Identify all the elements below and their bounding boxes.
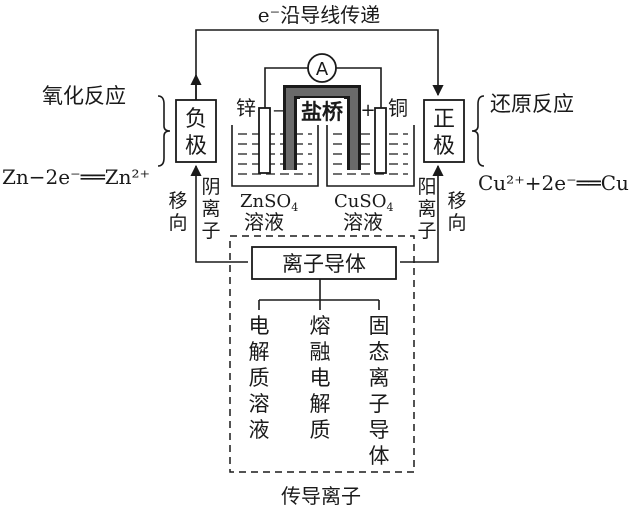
right-solution-formula: CuSO4: [334, 191, 393, 214]
cation-ion-char: 离: [417, 198, 436, 220]
conductor-type-char: 态: [369, 340, 390, 364]
plus-sign: +: [360, 100, 375, 121]
cation-move-char: 向: [447, 212, 466, 234]
conductor-type-char: 电: [310, 366, 331, 390]
minus-sign: −: [272, 101, 285, 120]
anode-label-1: 负: [185, 107, 207, 132]
conductor-type-char: 导: [369, 418, 390, 442]
left-solution-formula: ZnSO4: [240, 191, 298, 214]
conductor-type-char: 解: [249, 340, 270, 364]
cathode-box: [423, 99, 465, 163]
ion-conductor-box: [251, 246, 397, 280]
conductor-type-char: 子: [369, 392, 390, 416]
ion-conductor-region: [229, 235, 415, 473]
anion-move-char: 向: [168, 212, 187, 234]
reduction-label: 还原反应: [490, 92, 574, 116]
left-beaker: [231, 125, 319, 187]
cathode-label-2: 极: [433, 134, 455, 159]
ammeter-label: A: [316, 59, 329, 80]
anion-move-char: 移: [168, 190, 187, 212]
conductor-type-char: 离: [369, 366, 390, 390]
anode-box: [175, 99, 217, 163]
conductor-type-char: 质: [310, 418, 331, 442]
conduct-ions-label: 传导离子: [281, 484, 361, 508]
cation-ion-char: 阳: [417, 176, 436, 198]
anode-label-2: 极: [185, 134, 207, 159]
zinc-electrode: [258, 107, 271, 174]
cation-flow-arrow: [400, 164, 444, 263]
right-brace: [471, 95, 485, 167]
oxidation-label: 氧化反应: [42, 84, 126, 108]
right-beaker: [326, 125, 415, 187]
conductor-type-char: 熔: [310, 314, 331, 338]
anion-ion-char: 阴: [201, 176, 220, 198]
cation-move-char: 移: [447, 190, 466, 212]
anode-equation: Zn−2e⁻══Zn²⁺: [2, 165, 150, 189]
anion-flow-arrow: [190, 164, 248, 263]
conductor-type-char: 溶: [249, 392, 270, 416]
conductor-type-char: 融: [310, 340, 331, 364]
zinc-label: 锌: [236, 96, 256, 120]
cathode-equation: Cu²⁺+2e⁻══Cu: [478, 171, 629, 195]
cation-ion-char: 子: [417, 220, 436, 242]
ion-conductor-label: 离子导体: [282, 252, 366, 276]
conductor-type-char: 质: [249, 366, 270, 390]
right-solution-word: 溶液: [343, 210, 383, 234]
electron-flow-label: e⁻沿导线传递: [258, 3, 380, 27]
conductor-type-char: 体: [369, 444, 390, 468]
conductor-type-char: 解: [310, 392, 331, 416]
electron-path-line: [195, 29, 444, 100]
left-brace: [157, 95, 171, 167]
conductor-type-char: 电: [249, 314, 270, 338]
conductor-type-char: 固: [369, 314, 390, 338]
cathode-label-1: 正: [433, 107, 455, 132]
anion-ion-char: 离: [201, 198, 220, 220]
conductor-type-char: 液: [249, 418, 270, 442]
anion-ion-char: 子: [201, 220, 220, 242]
copper-label: 铜: [388, 96, 408, 120]
copper-electrode: [374, 107, 387, 174]
salt-bridge-label: 盐桥: [301, 99, 344, 124]
ammeter-icon: [307, 53, 337, 83]
left-solution-word: 溶液: [244, 210, 284, 234]
